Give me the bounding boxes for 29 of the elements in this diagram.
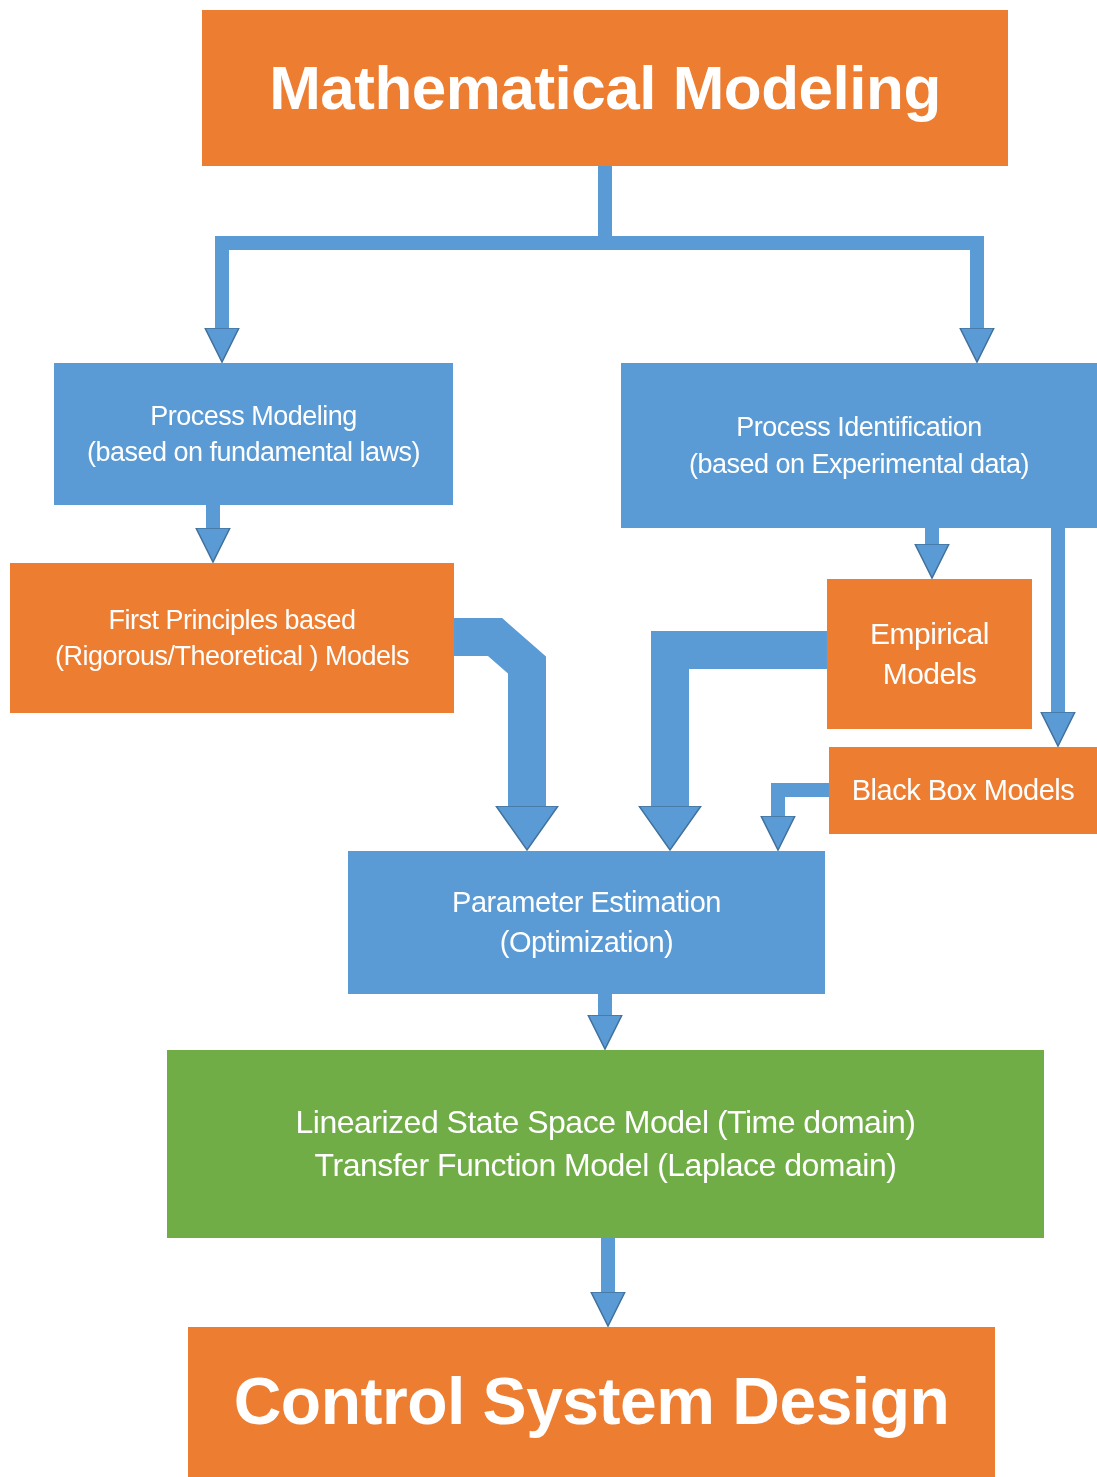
block-arrow (590, 1238, 626, 1327)
box-label: First Principles based (Rigorous/Theoretical ) Models (53, 603, 411, 673)
block-arrow (638, 631, 827, 851)
block-arrow (587, 994, 623, 1050)
block-arrow (914, 528, 950, 579)
box-label: Linearized State Space Model (Time domain) (295, 1102, 916, 1142)
process-box (829, 747, 1097, 834)
box-label: Process Identification (736, 411, 982, 445)
block-arrow (454, 618, 559, 851)
box-label: Empirical Models (869, 615, 990, 692)
process-box (348, 851, 825, 994)
box-label: (based on fundamental laws) (86, 436, 421, 469)
block-arrow (1040, 528, 1076, 747)
box-label: (Optimization) (499, 924, 674, 960)
box-label: Process Modeling (150, 399, 357, 433)
box-label: Parameter Estimation (452, 885, 721, 921)
box-label: Control System Design (233, 1363, 950, 1441)
process-box (10, 563, 454, 713)
process-box (54, 363, 453, 505)
box-label: Mathematical Modeling (269, 52, 941, 125)
process-box (188, 1327, 995, 1477)
box-label: Transfer Function Model (Laplace domain) (314, 1146, 897, 1185)
block-arrow (195, 505, 231, 563)
process-box (827, 579, 1032, 729)
process-box (621, 363, 1097, 528)
box-label: Black Box Models (851, 772, 1075, 808)
box-label: (based on Experimental data) (688, 447, 1030, 481)
process-box (167, 1050, 1044, 1238)
process-box (202, 10, 1008, 166)
